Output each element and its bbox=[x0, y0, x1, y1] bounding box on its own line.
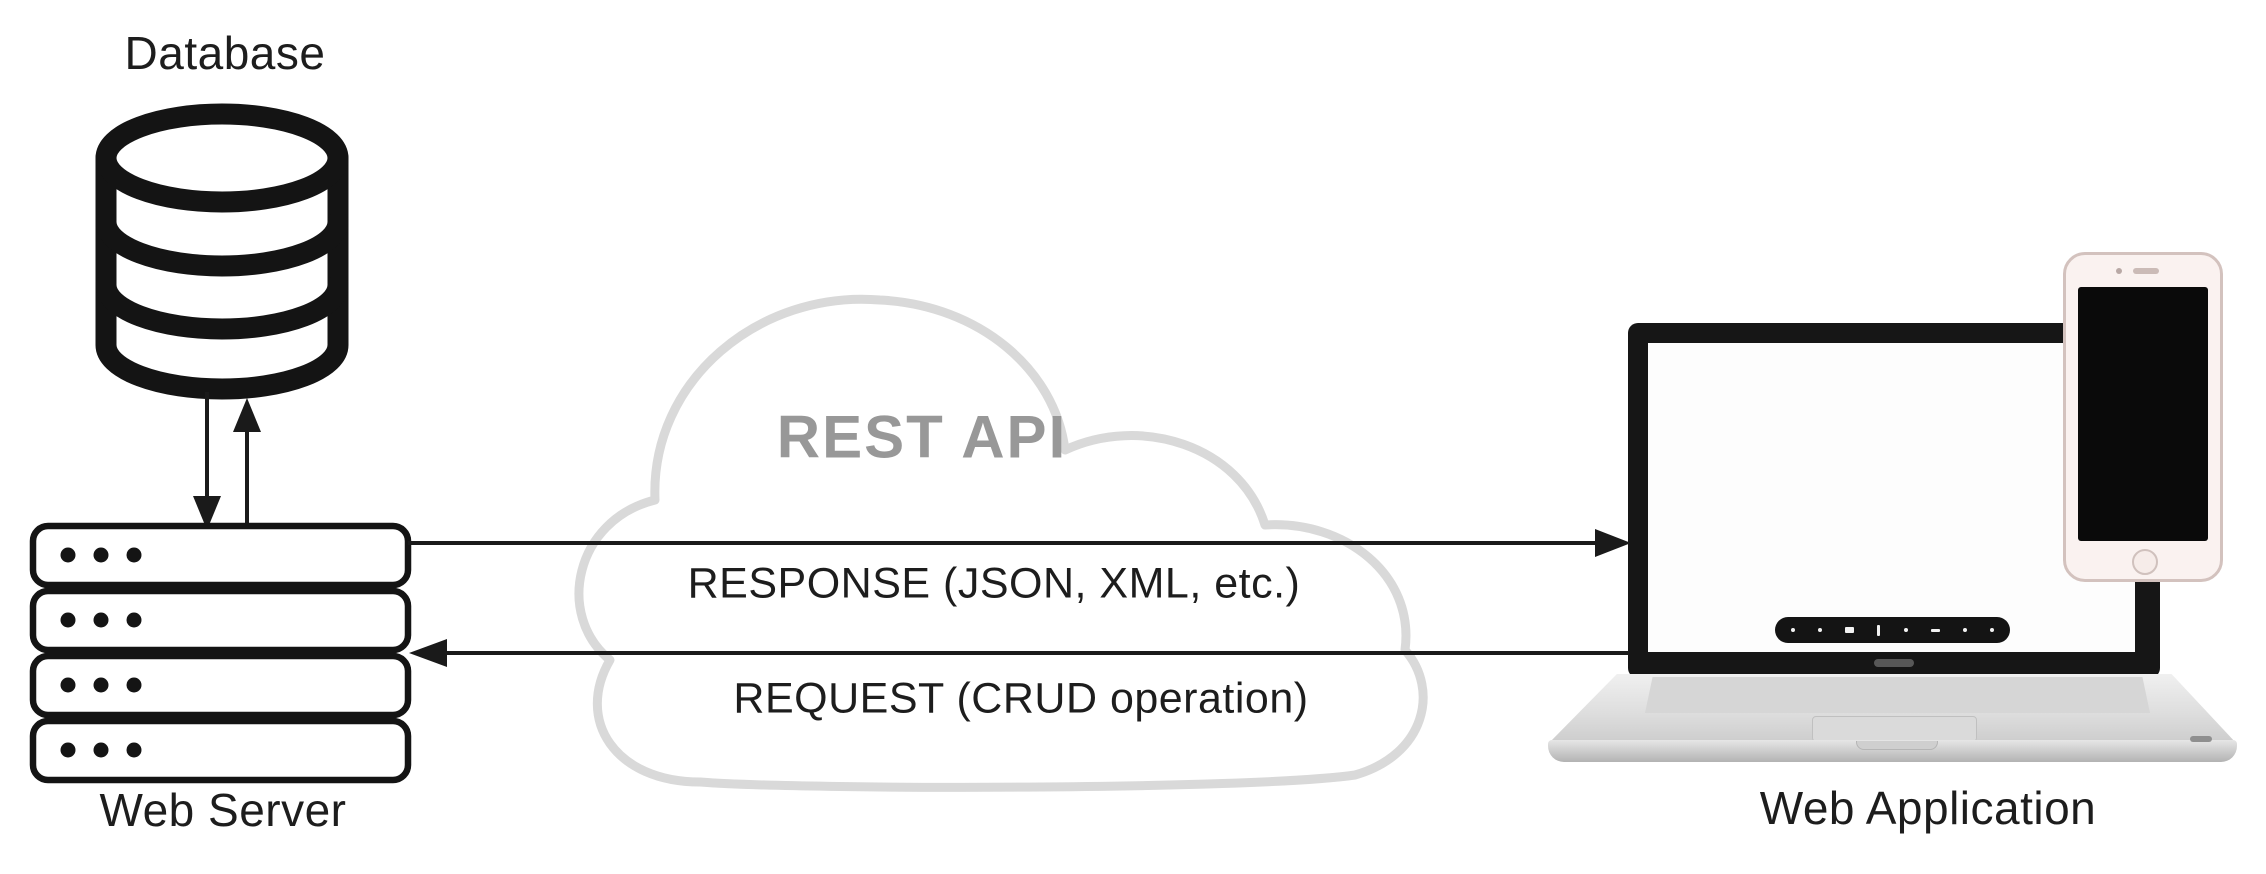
response-flow-label: RESPONSE (JSON, XML, etc.) bbox=[687, 559, 1301, 608]
player-dot-icon bbox=[1903, 628, 1908, 632]
database-cylinder-icon bbox=[95, 103, 349, 400]
server-led-dots-icon bbox=[60, 547, 142, 758]
laptop-keyboard bbox=[1645, 677, 2150, 713]
arrow-database-to-server-icon bbox=[233, 398, 261, 528]
server-rack-icon bbox=[29, 522, 412, 784]
player-dot-icon bbox=[1818, 628, 1823, 632]
phone-home-button bbox=[2132, 549, 2158, 575]
player-dot-icon bbox=[1989, 628, 1994, 632]
player-dot-icon bbox=[1962, 628, 1967, 632]
laptop-base-front bbox=[1548, 740, 2237, 762]
database-label: Database bbox=[124, 27, 326, 79]
phone-camera-icon bbox=[2116, 268, 2122, 274]
player-stop-icon bbox=[1845, 627, 1855, 633]
laptop-trackpad bbox=[1812, 716, 1977, 742]
arrow-request-icon bbox=[409, 639, 1629, 667]
arrow-response-icon bbox=[408, 529, 1631, 557]
rest-api-label: REST API bbox=[776, 403, 1068, 471]
player-pause-icon bbox=[1877, 624, 1881, 636]
media-player-bar-icon bbox=[1775, 617, 2010, 643]
request-flow-label: REQUEST (CRUD operation) bbox=[733, 674, 1309, 723]
laptop-screen bbox=[1648, 343, 2135, 652]
player-dot-icon bbox=[1791, 628, 1795, 632]
laptop-latch-notch bbox=[1856, 741, 1938, 750]
phone-speaker-icon bbox=[2133, 268, 2159, 274]
arrow-server-to-database-icon bbox=[193, 392, 221, 530]
smartphone-icon bbox=[2063, 252, 2223, 582]
phone-screen bbox=[2078, 287, 2208, 541]
web-application-label: Web Application bbox=[1759, 782, 2097, 834]
laptop-brand-logo bbox=[1874, 659, 1914, 667]
player-dash-icon bbox=[1930, 628, 1940, 632]
web-server-label: Web Server bbox=[99, 784, 347, 836]
laptop-side-slot bbox=[2190, 736, 2212, 742]
